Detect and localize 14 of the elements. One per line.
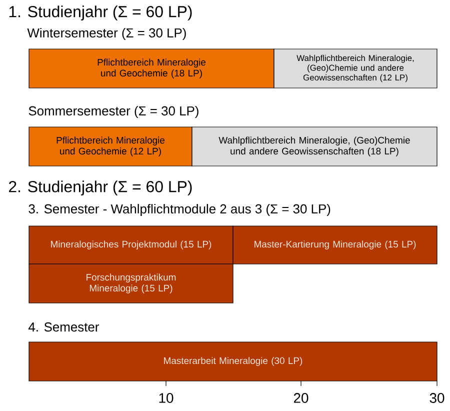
heading: 3. Semester - Wahlpflichtmodule 2 aus 3 (Σ = 30 LP): [28, 204, 330, 216]
module-box: Master-Kartierung Mineralogie (15 LP): [232, 226, 438, 264]
module-box: Masterarbeit Mineralogie (30 LP): [28, 342, 438, 382]
heading: 1. Studienjahr (Σ = 60 LP): [9, 6, 192, 20]
module-box: Pflichtbereich Mineralogie und Geochemie (12 LP): [28, 126, 192, 166]
module-box: Mineralogisches Projektmodul (15 LP): [28, 226, 234, 264]
module-box: Forschungspraktikum Mineralogie (15 LP): [28, 264, 234, 304]
axis-label: 30: [430, 393, 444, 403]
heading: 4. Semester: [28, 322, 99, 332]
heading: Sommersemester (Σ = 30 LP): [28, 106, 198, 118]
heading: 2. Studienjahr (Σ = 60 LP): [9, 180, 192, 196]
module-box: Pflichtbereich Mineralogie und Geochemie (18 LP): [28, 48, 274, 88]
module-box: Wahlpflichtbereich Mineralogie, (Geo)Chemie und andere Geowissenschaften (12 LP): [274, 48, 438, 88]
module-box: Wahlpflichtbereich Mineralogie, (Geo)Chemie und andere Geowissenschaften (18 LP): [192, 126, 438, 166]
